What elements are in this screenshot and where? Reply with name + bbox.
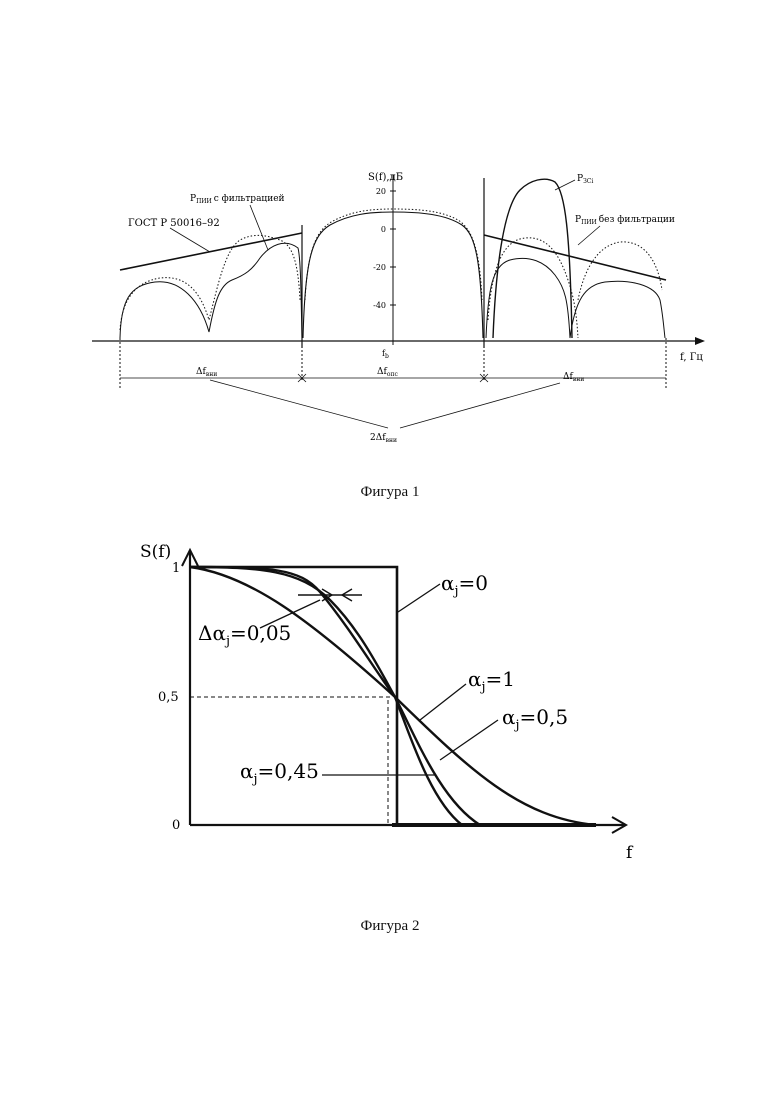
fig2-curve-alpha045	[190, 567, 462, 825]
fig2-label-alpha1: αj=1	[468, 667, 515, 695]
fig2-curve-alpha1	[190, 567, 596, 825]
fig1-gost-right	[484, 235, 666, 280]
fig1-pzsi-label: PЗСi	[577, 174, 593, 185]
fig1-y-label: S(f),дБ	[368, 172, 403, 183]
fig1-bw-total: 2Δfвни	[370, 433, 397, 444]
fig2-y-arrow	[182, 550, 198, 566]
fig2-x-arrow	[612, 817, 626, 833]
figure1-chart: 20 0 -20 -40 S(f),дБ f, Гц fb ГОСТ Р 500…	[0, 0, 780, 480]
fig1-center-label: fb	[382, 349, 389, 360]
fig2-tick-0: 0	[172, 818, 180, 833]
fig2-label-alpha05: αj=0,5	[502, 705, 568, 733]
fig2-label-alpha0: αj=0	[441, 571, 488, 599]
figure1-caption: Фигура 1	[0, 484, 780, 501]
fig2-tick-05: 0,5	[158, 690, 179, 705]
fig1-gost-left	[120, 233, 302, 270]
fig1-tick-m40: -40	[373, 301, 386, 310]
fig1-bw-left: Δfвни	[196, 367, 217, 378]
fig2-curve-alpha05	[190, 567, 480, 825]
fig1-right-solid	[486, 258, 665, 338]
fig1-bw-right: Δfвни	[563, 372, 584, 383]
fig1-tick-0: 0	[381, 225, 386, 234]
figure2-caption: Фигура 2	[0, 918, 780, 935]
fig1-right-dotted	[488, 238, 662, 338]
fig2-y-label: S(f)	[140, 542, 171, 562]
fig1-punfiltered-label: PПИИбез фильтрации	[575, 214, 675, 226]
fig1-tick-m20: -20	[373, 263, 386, 272]
fig1-bw-center: Δfопс	[377, 367, 398, 378]
fig1-pzsi-lobe	[493, 179, 572, 338]
fig2-x-label: f	[626, 843, 634, 863]
fig1-x-arrow	[695, 337, 705, 345]
fig1-left-solid	[120, 243, 302, 338]
fig2-label-delta: Δαj=0,05	[198, 621, 291, 649]
fig2-label-alpha045: αj=0,45	[240, 759, 319, 787]
fig1-left-dotted	[120, 235, 300, 330]
fig1-x-label: f, Гц	[680, 352, 703, 363]
fig1-tick-20: 20	[376, 187, 386, 196]
fig2-leaders	[260, 584, 498, 775]
fig2-tick-1: 1	[172, 561, 180, 576]
fig1-gost-label: ГОСТ Р 50016–92	[128, 218, 220, 229]
fig2-delta-arrows	[298, 589, 362, 601]
fig1-pfiltered-label: PПИИс фильтрацией	[190, 194, 285, 205]
fig2-curve-alpha0	[190, 567, 596, 825]
